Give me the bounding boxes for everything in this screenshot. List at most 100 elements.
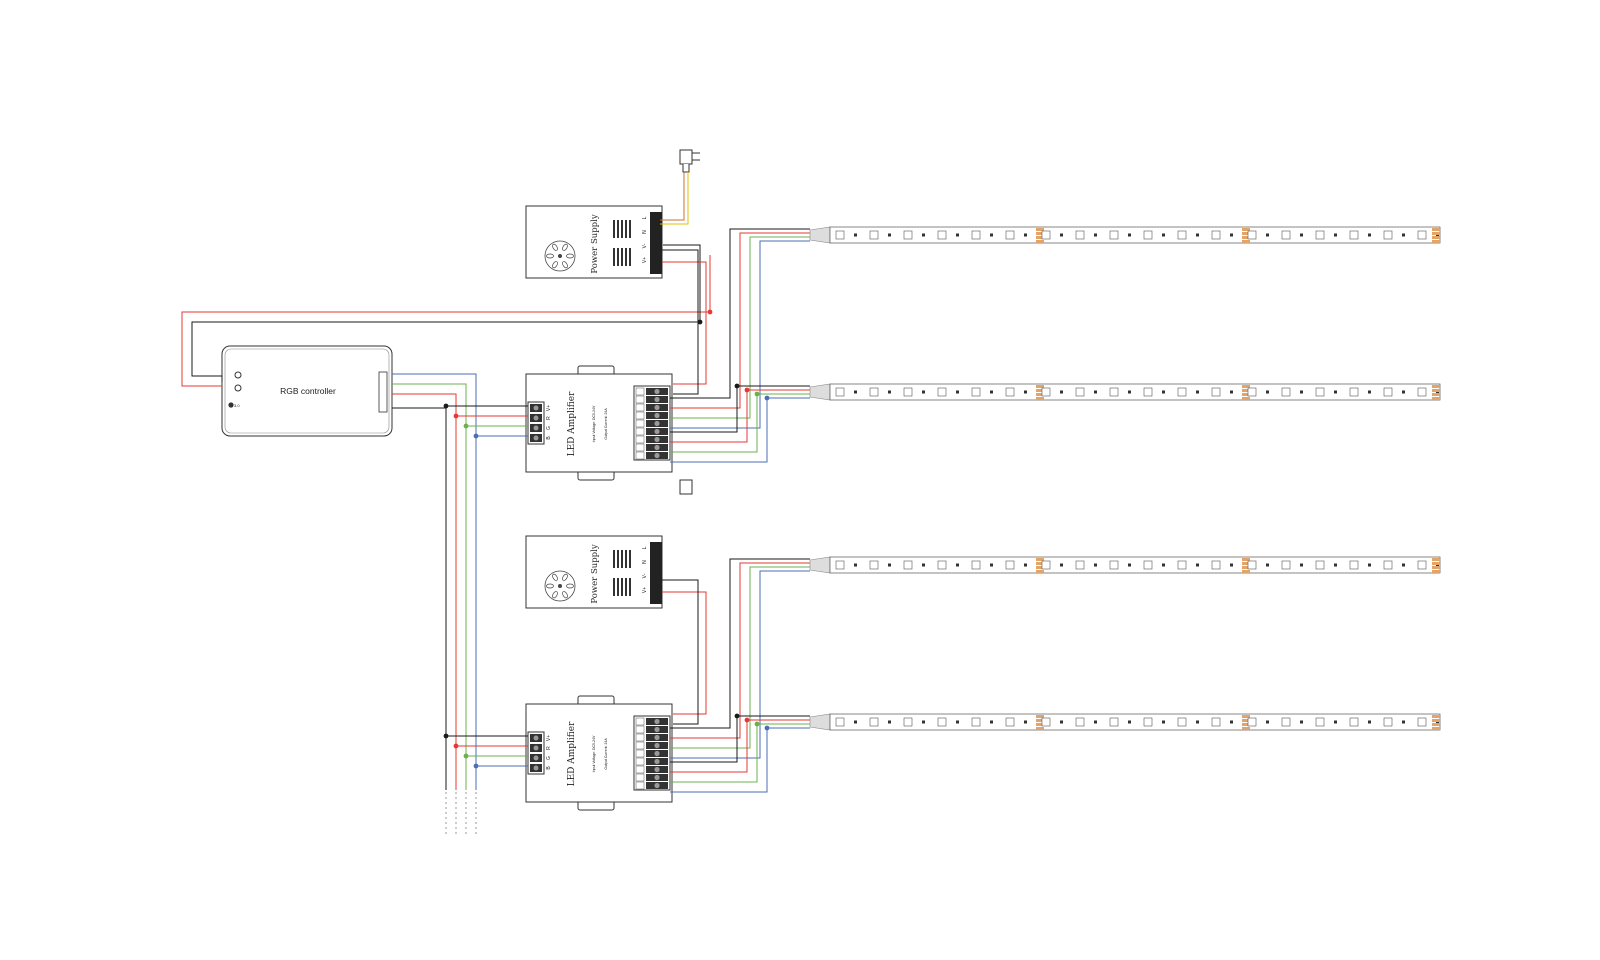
amplifier-spec-2: Output Current: 24A [604, 738, 608, 770]
screw-head [654, 774, 660, 781]
power-supply-label: Power Supply [590, 214, 600, 273]
led-chip [1211, 230, 1221, 240]
resistor [1230, 390, 1233, 394]
cut-pad [1242, 727, 1250, 730]
svg-text:3.0: 3.0 [234, 403, 240, 408]
vent-slot [621, 220, 623, 238]
led-chip [835, 717, 845, 727]
cut-pad [1242, 570, 1250, 573]
led-chip [903, 717, 913, 727]
input-terminal-label: V+ [546, 735, 552, 741]
resistor [1334, 720, 1337, 724]
vent-slot [629, 248, 631, 266]
resistor [990, 390, 993, 394]
cut-pad [1242, 566, 1250, 569]
resistor [1024, 720, 1027, 724]
junction-dot [764, 395, 770, 401]
output-wire-upper [670, 236, 810, 419]
resistor [1402, 720, 1405, 724]
resistor [990, 563, 993, 567]
led-chip [1247, 717, 1257, 727]
led-chip [1315, 387, 1325, 397]
output-wire-upper [670, 558, 810, 729]
resistor [990, 720, 993, 724]
end-pad [1432, 558, 1440, 561]
led-chip [1143, 387, 1153, 397]
cut-pad [1242, 393, 1250, 396]
resistor [1402, 563, 1405, 567]
resistor [1300, 563, 1303, 567]
led-chip [869, 560, 879, 570]
terminal-label-cell [635, 765, 645, 774]
led-chip [1383, 717, 1393, 727]
led-chip [1041, 230, 1051, 240]
led-chip [1417, 230, 1427, 240]
junction-dot [754, 391, 760, 397]
led-chip [1211, 560, 1221, 570]
led-chip [1143, 717, 1153, 727]
resistor [1368, 720, 1371, 724]
resistor [990, 233, 993, 237]
controller-label: RGB controller [280, 386, 336, 396]
output-wire-lower [670, 393, 810, 453]
input-terminal-block: V+RGB [527, 731, 552, 775]
end-pad [1432, 570, 1440, 573]
cut-pad [1036, 570, 1044, 573]
resistor [1196, 563, 1199, 567]
resistor [1368, 563, 1371, 567]
resistor [922, 390, 925, 394]
terminal-block [650, 212, 662, 274]
screw-head [654, 404, 660, 411]
mains-wire-yellow [660, 172, 689, 225]
output-terminal-block [633, 715, 671, 791]
screw-head [654, 750, 660, 757]
output-terminal-block [633, 385, 671, 461]
resistor [1094, 720, 1097, 724]
end-pad [1432, 719, 1440, 722]
cut-pad [1242, 719, 1250, 722]
strip-body [829, 556, 1441, 574]
resistor [1230, 233, 1233, 237]
terminal-label: V- [642, 573, 648, 578]
screw-head [654, 412, 660, 419]
screw-head [533, 735, 539, 741]
led-chip [835, 560, 845, 570]
screw-head [533, 765, 539, 771]
strip-connector [809, 556, 831, 574]
vent-slot [629, 220, 631, 238]
output-wire-lower [670, 389, 810, 443]
led-chip [1247, 230, 1257, 240]
end-pad [1432, 393, 1440, 396]
junction-dot [764, 725, 770, 731]
led-chip [903, 230, 913, 240]
screw-head [654, 388, 660, 395]
vent-slot [617, 550, 619, 568]
input-terminal-label: V+ [546, 405, 552, 411]
led-chip [1281, 717, 1291, 727]
power-supply-label: Power Supply [590, 544, 600, 603]
vent-slot [613, 550, 615, 568]
led-chip [1349, 387, 1359, 397]
amplifier-spec-1: Input Voltage: DC5-24V [592, 405, 596, 442]
amplifier-label: LED Amplifier [567, 391, 577, 457]
led-chip [1211, 387, 1221, 397]
led-chip [1349, 560, 1359, 570]
led-chip [1281, 230, 1291, 240]
cut-pad [1036, 562, 1044, 565]
resistor [922, 563, 925, 567]
screw-head [654, 726, 660, 733]
controller-power-wires [181, 244, 713, 387]
input-terminal-label: B [546, 436, 552, 440]
screw-head [654, 742, 660, 749]
resistor [1196, 390, 1199, 394]
cut-pad [1036, 715, 1044, 718]
led-chip [1041, 560, 1051, 570]
led-chip [903, 387, 913, 397]
terminal-label: V+ [642, 587, 648, 593]
led-chip [1005, 230, 1015, 240]
screw-head [654, 436, 660, 443]
strip-connector [809, 226, 831, 244]
strip-body [829, 713, 1441, 731]
led-chip [1177, 717, 1187, 727]
